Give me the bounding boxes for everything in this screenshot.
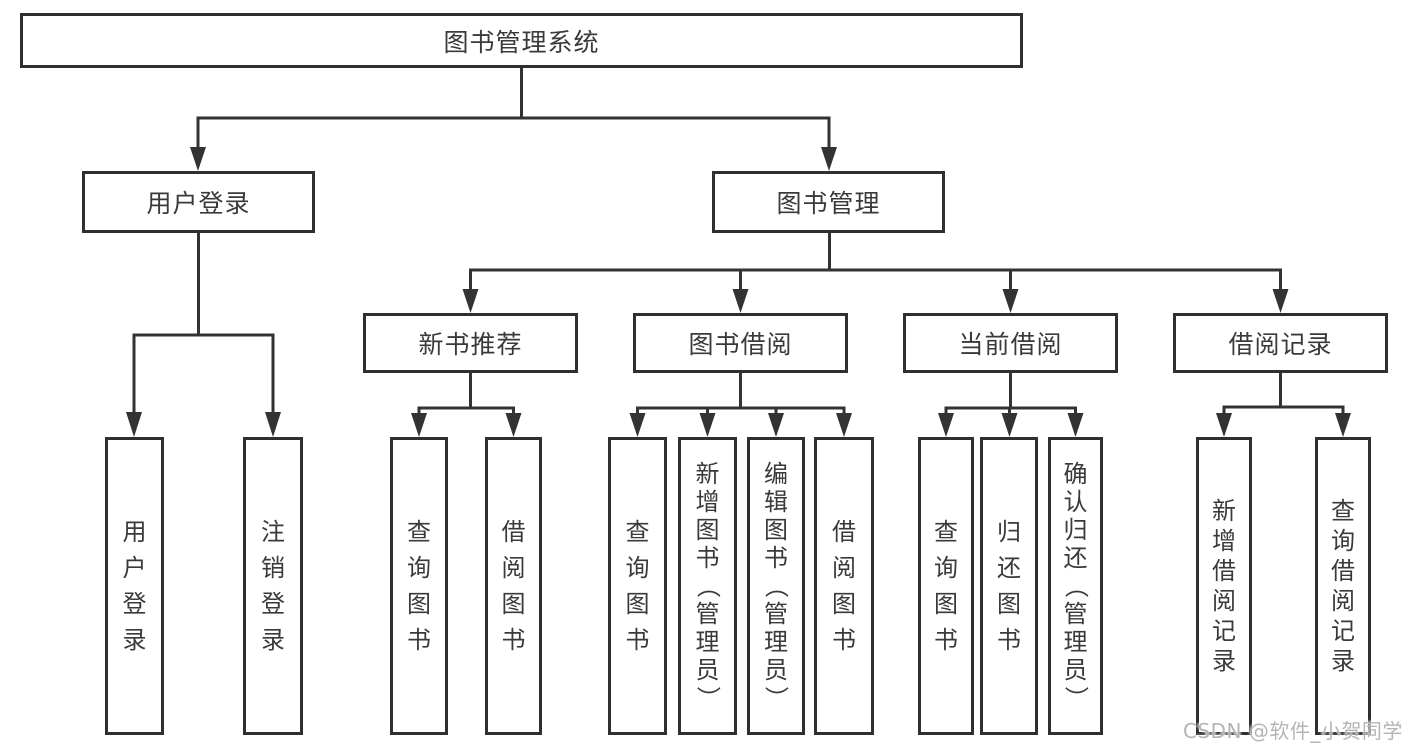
arrowhead bbox=[1001, 413, 1018, 437]
node-new-book-rec: 新书推荐 bbox=[363, 313, 578, 373]
node-leaf-add-record: 新增借阅记录 bbox=[1196, 437, 1252, 735]
node-leaf-borrow-book-1: 借阅图书 bbox=[485, 437, 542, 735]
node-leaf-return-book: 归还图书 bbox=[980, 437, 1038, 735]
node-user-login-label: 用户登录 bbox=[146, 189, 251, 218]
node-leaf-borrow-book-1-label: 借阅图书 bbox=[501, 518, 526, 654]
node-leaf-add-book: 新增图书（管理员） bbox=[678, 437, 737, 735]
node-book-borrow-label: 图书借阅 bbox=[688, 330, 793, 359]
arrowhead bbox=[732, 289, 749, 313]
arrowhead bbox=[411, 413, 427, 437]
arrowhead bbox=[1272, 289, 1289, 313]
arrowhead bbox=[768, 413, 784, 437]
node-leaf-query-book-1-label: 查询图书 bbox=[407, 518, 431, 654]
node-leaf-query-record-label: 查询借阅记录 bbox=[1331, 497, 1355, 675]
arrowhead bbox=[265, 412, 281, 437]
arrowhead bbox=[938, 413, 954, 437]
arrowhead bbox=[629, 413, 646, 437]
arrowhead bbox=[836, 413, 852, 437]
node-book-mgmt-label: 图书管理 bbox=[776, 189, 881, 218]
node-current-borrow-label: 当前借阅 bbox=[958, 330, 1063, 359]
node-book-mgmt: 图书管理 bbox=[712, 171, 945, 233]
node-leaf-user-login: 用户登录 bbox=[105, 437, 164, 735]
arrowhead bbox=[821, 147, 837, 171]
node-current-borrow: 当前借阅 bbox=[903, 313, 1118, 373]
node-leaf-query-book-2-label: 查询图书 bbox=[625, 518, 650, 654]
node-leaf-edit-book-label: 编辑图书（管理员） bbox=[762, 460, 790, 710]
node-new-book-rec-label: 新书推荐 bbox=[418, 330, 523, 359]
node-leaf-query-record: 查询借阅记录 bbox=[1315, 437, 1371, 735]
node-leaf-query-book-1: 查询图书 bbox=[390, 437, 448, 735]
node-leaf-borrow-book-2: 借阅图书 bbox=[814, 437, 874, 735]
arrowhead bbox=[1002, 289, 1019, 313]
csdn-watermark: CSDN @软件_小贺同学 bbox=[1183, 719, 1403, 743]
node-borrow-records-label: 借阅记录 bbox=[1228, 330, 1333, 359]
arrowhead bbox=[505, 413, 522, 437]
node-leaf-confirm-return: 确认归还（管理员） bbox=[1048, 437, 1103, 735]
node-leaf-query-book-2: 查询图书 bbox=[608, 437, 667, 735]
node-leaf-borrow-book-2-label: 借阅图书 bbox=[832, 518, 856, 654]
arrowhead bbox=[126, 412, 142, 437]
node-user-login: 用户登录 bbox=[82, 171, 315, 233]
arrowhead bbox=[1335, 413, 1351, 437]
arrowhead bbox=[1216, 413, 1232, 437]
arrowhead bbox=[462, 289, 479, 313]
node-leaf-logout: 注销登录 bbox=[243, 437, 303, 735]
arrowhead bbox=[699, 413, 716, 437]
node-book-borrow: 图书借阅 bbox=[633, 313, 848, 373]
arrowhead bbox=[190, 147, 206, 171]
node-leaf-query-book-3: 查询图书 bbox=[918, 437, 974, 735]
node-leaf-edit-book: 编辑图书（管理员） bbox=[747, 437, 805, 735]
node-leaf-user-login-label: 用户登录 bbox=[122, 518, 147, 654]
node-leaf-confirm-return-label: 确认归还（管理员） bbox=[1061, 460, 1090, 710]
arrowhead bbox=[1067, 413, 1084, 437]
node-root: 图书管理系统 bbox=[20, 13, 1023, 68]
node-leaf-query-book-3-label: 查询图书 bbox=[934, 518, 958, 654]
node-leaf-add-book-label: 新增图书（管理员） bbox=[693, 460, 722, 710]
node-leaf-logout-label: 注销登录 bbox=[261, 518, 285, 654]
node-leaf-return-book-label: 归还图书 bbox=[997, 518, 1021, 654]
node-leaf-add-record-label: 新增借阅记录 bbox=[1212, 497, 1236, 675]
node-borrow-records: 借阅记录 bbox=[1173, 313, 1388, 373]
node-root-label: 图书管理系统 bbox=[443, 27, 600, 57]
